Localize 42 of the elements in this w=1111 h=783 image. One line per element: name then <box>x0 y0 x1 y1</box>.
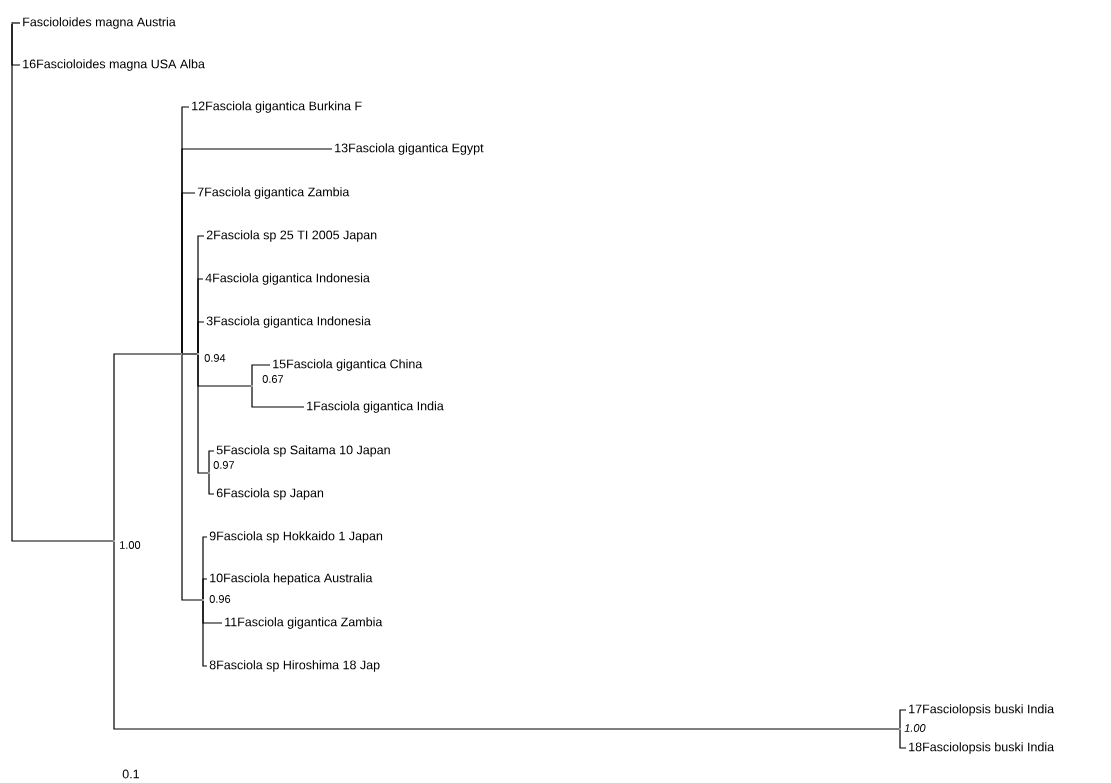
support-value: 0.97 <box>213 461 235 469</box>
tree-branch <box>11 23 114 542</box>
tree-branch <box>899 709 907 729</box>
support-value: 1.00 <box>120 541 141 549</box>
tree-branch <box>11 22 21 24</box>
taxon-label: 1Fasciola gigantica India <box>307 401 444 413</box>
taxon-label: 6Fasciola sp Japan <box>216 488 324 500</box>
tree-branch <box>181 354 203 601</box>
support-value: 0.96 <box>209 595 231 603</box>
support-value: 1.00 <box>904 724 926 732</box>
taxon-label: 8Fasciola sp Hiroshima 18 Jap <box>209 660 380 672</box>
tree-branch <box>181 353 198 355</box>
tree-branch <box>899 729 907 749</box>
support-value: 0.94 <box>204 354 226 362</box>
taxon-label: 5Fasciola sp Saitama 10 Japan <box>216 445 390 457</box>
taxon-label: 11Fasciola gigantica Zambia <box>225 617 383 629</box>
taxon-label: 13Fasciola gigantica Egypt <box>335 143 484 155</box>
taxon-label: 17Fasciolopsis buski India <box>909 704 1055 716</box>
taxon-label: Fascioloides magna Austria <box>23 17 176 29</box>
tree-branch <box>202 600 208 667</box>
taxon-label: 7Fasciola gigantica Zambia <box>197 187 350 199</box>
taxon-label: 10Fasciola hepatica Australia <box>210 573 373 585</box>
support-value: 0.67 <box>262 375 284 383</box>
tree-branch <box>251 364 271 386</box>
taxon-label: 18Fasciolopsis buski India <box>909 742 1055 754</box>
tree-branch <box>181 192 196 354</box>
taxon-label: 3Fasciola gigantica Indonesia <box>206 316 371 328</box>
taxon-label: 12Fasciola gigantica Burkina F <box>192 101 362 113</box>
tree-branch <box>197 354 209 474</box>
taxon-label: 16Fascioloides magna USA Alba <box>23 59 205 71</box>
tree-branch <box>208 450 215 473</box>
tree-branch <box>251 386 305 408</box>
taxon-label: 15Fasciola gigantica China <box>273 359 423 371</box>
taxon-label: 4Fasciola gigantica Indonesia <box>205 273 370 285</box>
tree-branch <box>202 578 208 600</box>
tree-branch <box>113 353 182 541</box>
tree-branch <box>208 473 215 495</box>
taxon-label: 9Fasciola sp Hokkaido 1 Japan <box>209 531 383 543</box>
tree-branch <box>197 321 205 354</box>
taxon-label: 2Fasciola sp 25 TI 2005 Japan <box>206 230 377 242</box>
scale-label: 0.1 <box>122 769 139 779</box>
tree-branch <box>113 541 900 730</box>
